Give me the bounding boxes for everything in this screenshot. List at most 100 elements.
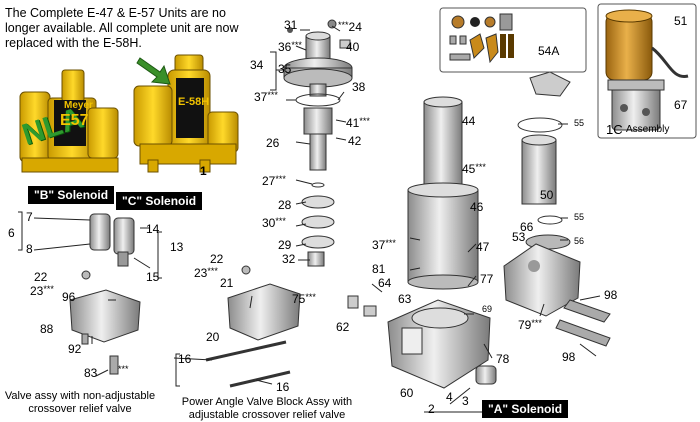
assembly-1c-box	[597, 3, 697, 139]
part-label: 53	[512, 230, 526, 244]
part-label: 28	[278, 198, 292, 212]
part-label: 13	[170, 240, 184, 254]
part-number: 24	[348, 20, 362, 34]
part-label: 98	[604, 288, 618, 302]
center-column-parts	[283, 19, 353, 267]
part-label: 29	[278, 238, 292, 252]
part-label: 15	[146, 270, 160, 284]
part-label: 16	[276, 380, 290, 394]
part-label: 16	[178, 352, 192, 366]
star-marker: ***	[338, 20, 349, 30]
power-angle-valve-block	[205, 265, 301, 388]
part-label: 32	[282, 252, 296, 266]
part-label: 83	[84, 366, 98, 380]
part-label: 27***	[262, 174, 286, 188]
part-label: 21	[220, 276, 234, 290]
part-label: 40	[346, 40, 360, 54]
part-label: 8	[26, 242, 33, 256]
e58h-badge: E-58H	[178, 96, 210, 108]
star-marker: ***	[207, 266, 218, 276]
part-label: 88	[40, 322, 54, 336]
part-label: 44	[462, 114, 476, 128]
intro-notice: The Complete E-47 & E-57 Units are no lo…	[5, 6, 239, 50]
e57-pump-unit	[19, 69, 119, 173]
star-marker: ***	[385, 238, 396, 248]
part-label: 64	[378, 276, 392, 290]
part-label: 6	[8, 226, 15, 240]
side-valve-block	[503, 243, 611, 347]
part-label: ***24	[338, 20, 362, 34]
part-label: 26	[266, 136, 280, 150]
assembly-1c-word: Assembly	[626, 124, 670, 135]
part-label: 37***	[254, 90, 278, 104]
meyer-badge: Meyer	[64, 100, 93, 111]
part-label: 23***	[30, 284, 54, 298]
e58h-pump-unit	[133, 54, 239, 173]
kit-54a-parts	[449, 13, 514, 64]
part-label: 69	[482, 304, 493, 314]
part-label: 45***	[462, 162, 486, 176]
part-label: 62	[336, 320, 350, 334]
part-label: 56	[574, 236, 585, 246]
assembly-1c-number: 1C	[606, 122, 623, 137]
part-label: 54A	[538, 44, 560, 58]
part-label: 37***	[372, 238, 396, 252]
main-housing-parts	[347, 295, 497, 389]
part-label: 22	[210, 252, 224, 266]
part-label: 36***	[278, 40, 302, 54]
part-number: 37	[372, 238, 386, 252]
part-number: 75	[292, 292, 306, 306]
part-label: 30***	[262, 216, 286, 230]
part-label: 78	[496, 352, 510, 366]
part-label: 46	[470, 200, 484, 214]
star-marker: ***	[475, 162, 486, 172]
part-number: 45	[462, 162, 476, 176]
part-label: 55	[574, 118, 585, 128]
part-label: 35	[278, 62, 292, 76]
part-label: 42	[348, 134, 362, 148]
part-number: 23	[30, 284, 44, 298]
part-label: 60	[400, 386, 414, 400]
part-number: 41	[346, 116, 360, 130]
part-label: 4	[446, 390, 453, 404]
part-label: 66	[520, 220, 534, 234]
c-solenoid-title: "C" Solenoid	[116, 192, 203, 210]
part-label: 77	[480, 272, 494, 286]
part-label: 23***	[194, 266, 218, 280]
star-marker: ***	[267, 90, 278, 100]
part-label: 1	[200, 164, 207, 178]
part-label: 20	[206, 330, 220, 344]
star-marker: ***	[291, 40, 302, 50]
part-number: 27	[262, 174, 276, 188]
part-label: 14	[146, 222, 160, 236]
part-label: 2	[428, 402, 435, 416]
part-label: 81	[372, 262, 386, 276]
star-marker: ***	[118, 364, 129, 374]
part-label: 47	[476, 240, 490, 254]
star-marker: ***	[43, 284, 54, 294]
part-label: 63	[398, 292, 412, 306]
part-number: 23	[194, 266, 208, 280]
part-label: 51	[674, 14, 688, 28]
e57-badge: E57	[60, 112, 89, 129]
part-number: 30	[262, 216, 276, 230]
valve-assy-caption: Valve assy with non-adjustable crossover…	[4, 390, 156, 415]
star-marker: ***	[275, 174, 286, 184]
part-number: 37	[254, 90, 268, 104]
bc-solenoid-parts	[69, 213, 141, 375]
part-label: 34	[250, 58, 264, 72]
part-label: 22	[34, 270, 48, 284]
green-arrow	[136, 57, 171, 85]
part-label: 75***	[292, 292, 316, 306]
star-marker: ***	[531, 318, 542, 328]
b-solenoid-title: "B" Solenoid	[28, 186, 115, 204]
part-label: 31	[284, 18, 298, 32]
motor-assembly-1c	[605, 9, 689, 131]
kit-54a-box	[439, 7, 587, 73]
star-marker: ***	[305, 292, 316, 302]
a-solenoid-title: "A" Solenoid	[482, 400, 569, 418]
leader-lines	[18, 25, 601, 413]
part-label: 55	[574, 212, 585, 222]
part-label: 79***	[518, 318, 542, 332]
power-angle-caption: Power Angle Valve Block Assy with adjust…	[181, 396, 353, 421]
